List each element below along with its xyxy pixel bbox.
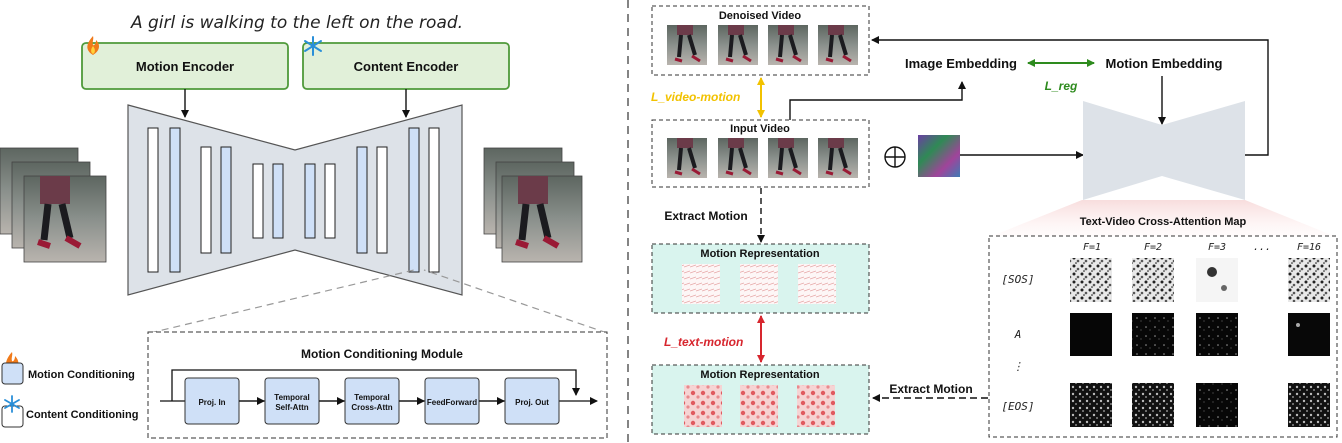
attention-map-column-label: F=2 bbox=[1144, 242, 1162, 253]
module-block-label: Self-Attn bbox=[275, 403, 308, 412]
fire-icon bbox=[87, 36, 100, 55]
module-block-label: FeedForward bbox=[427, 398, 477, 407]
unet-blocks bbox=[147, 127, 440, 273]
attention-map-row-label: [SOS] bbox=[1001, 273, 1034, 286]
module-block-1: Proj. In bbox=[184, 377, 240, 425]
video-frame bbox=[718, 25, 758, 65]
l-video-motion-label: L_video-motion bbox=[651, 90, 740, 104]
motion-repr-top-maps bbox=[682, 264, 836, 304]
video-frame bbox=[818, 25, 858, 65]
motion-embedding-label: Motion Embedding bbox=[1106, 56, 1223, 71]
input-video-frames-left bbox=[0, 147, 107, 263]
video-frame bbox=[768, 138, 808, 178]
attention-map-row-label: [EOS] bbox=[1001, 400, 1034, 413]
l-reg-label: L_reg bbox=[1045, 79, 1078, 93]
motion-legend-swatch bbox=[1, 362, 24, 385]
extract-motion-top-label: Extract Motion bbox=[664, 209, 747, 223]
attention-map-cells bbox=[1070, 258, 1330, 427]
snowflake-icon bbox=[4, 395, 20, 413]
module-block-label: Temporal bbox=[354, 393, 389, 402]
snowflake-icon bbox=[304, 36, 322, 56]
module-block-4: FeedForward bbox=[424, 377, 480, 425]
attention-map-title: Text-Video Cross-Attention Map bbox=[1080, 216, 1247, 228]
video-frame bbox=[667, 25, 707, 65]
denoised-video-label: Denoised Video bbox=[719, 10, 802, 22]
motion-repr-bottom-maps bbox=[684, 385, 835, 427]
module-block-5: Proj. Out bbox=[504, 377, 560, 425]
motion-encoder-label: Motion Encoder bbox=[136, 59, 234, 74]
video-frame bbox=[667, 138, 707, 178]
motion-repr-top-label: Motion Representation bbox=[700, 248, 819, 260]
legend-motion-label: Motion Conditioning bbox=[28, 369, 135, 381]
module-blocks: Proj. InTemporalSelf-AttnTemporalCross-A… bbox=[160, 369, 598, 425]
attention-map-column-label: ... bbox=[1253, 242, 1271, 253]
extract-motion-bottom-label: Extract Motion bbox=[889, 382, 972, 396]
motion-encoder-box: Motion Encoder bbox=[81, 42, 289, 90]
video-frame bbox=[818, 138, 858, 178]
video-frame bbox=[768, 25, 808, 65]
attention-map-column-label: F=3 bbox=[1208, 242, 1226, 253]
denoised-frames bbox=[667, 25, 858, 65]
module-title: Motion Conditioning Module bbox=[301, 347, 463, 361]
attention-map-row-label: A bbox=[1014, 328, 1022, 341]
module-block-label: Cross-Attn bbox=[351, 403, 392, 412]
video-frame bbox=[718, 138, 758, 178]
motion-repr-bottom-label: Motion Representation bbox=[700, 369, 819, 381]
attention-map-column-label: F=1 bbox=[1083, 242, 1101, 253]
l-text-motion-label: L_text-motion bbox=[664, 335, 743, 349]
attention-map-column-label: F=16 bbox=[1297, 242, 1321, 253]
content-encoder-label: Content Encoder bbox=[354, 59, 459, 74]
output-video-frames-left bbox=[483, 147, 583, 263]
module-block-label: Temporal bbox=[274, 393, 309, 402]
input-frames bbox=[667, 138, 858, 178]
legend-content-label: Content Conditioning bbox=[26, 409, 138, 421]
caption: A girl is walking to the left on the roa… bbox=[130, 13, 463, 33]
attention-map-row-labels: [SOS] A ⋮ [EOS] bbox=[1001, 273, 1034, 413]
unet-body-right bbox=[1083, 101, 1245, 200]
module-block-label: Proj. In bbox=[198, 398, 225, 407]
attention-zoom-cone bbox=[992, 200, 1334, 236]
image-embedding-label: Image Embedding bbox=[905, 56, 1017, 71]
content-encoder-box: Content Encoder bbox=[302, 42, 510, 90]
noise-latent bbox=[918, 135, 960, 177]
legend: Motion Conditioning Content Conditioning bbox=[1, 352, 138, 428]
attention-map-row-label: ⋮ bbox=[1013, 360, 1024, 373]
module-block-label: Proj. Out bbox=[515, 398, 549, 407]
input-video-label: Input Video bbox=[730, 123, 790, 135]
attention-map-column-labels: F=1 F=2 F=3... F=16 bbox=[1083, 242, 1321, 253]
